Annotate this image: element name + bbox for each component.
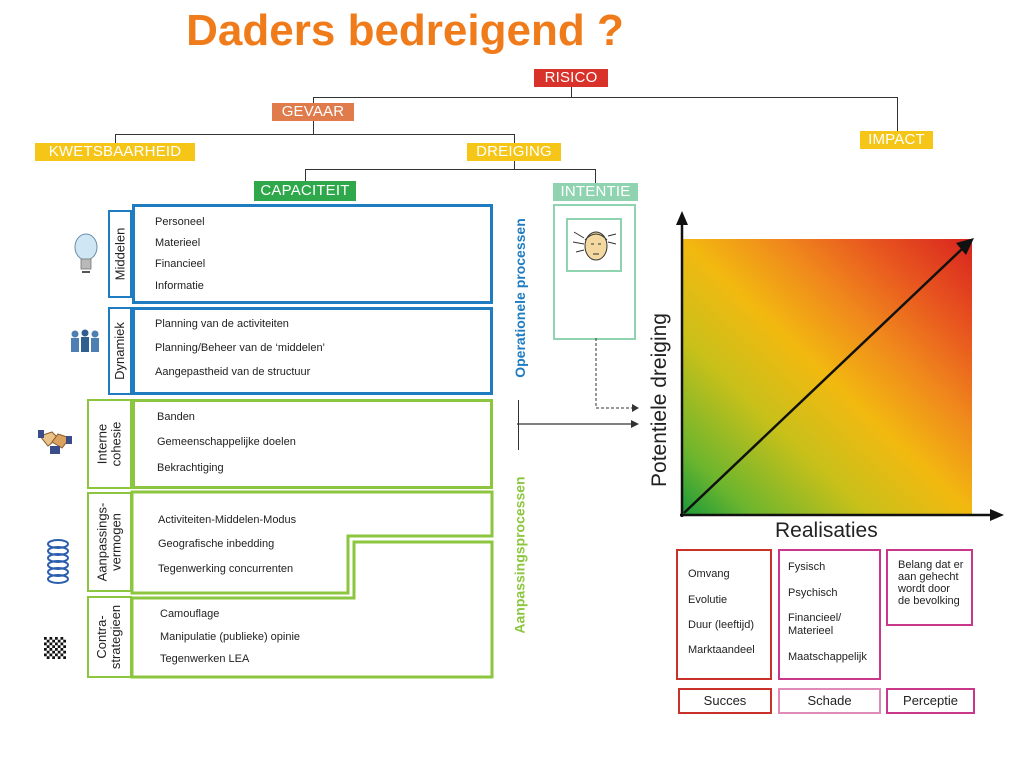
succes-item: Duur (leeftijd) — [688, 619, 755, 631]
succes-item: Evolutie — [688, 594, 728, 606]
x-axis-label: Realisaties — [775, 519, 878, 542]
schade-item: Financieel/ Materieel — [788, 612, 842, 637]
tree-line-int-down — [595, 169, 596, 183]
dynamiek-label: Dynamiek — [112, 322, 128, 380]
spring-icon — [47, 539, 69, 584]
schade-box — [778, 549, 881, 680]
contra-item: Camouflage — [160, 608, 220, 620]
aanpassing-item: Tegenwerking concurrenten — [158, 563, 294, 575]
schade-item: Psychisch — [788, 587, 838, 599]
tree-line-low — [305, 169, 596, 170]
tree-line-dreiging-up — [514, 134, 515, 144]
succes-box — [676, 549, 772, 680]
y-axis-label-box: Potentiele dreiging — [640, 300, 680, 500]
schade-item: Maatschappelijk — [788, 651, 867, 663]
aanpassingsprocessen-label: Aanpassingsprocessen — [512, 476, 529, 634]
cohesie-label: Interne cohesie — [94, 421, 124, 467]
tree-line-cap-down — [305, 169, 306, 181]
perceptie-box — [886, 549, 973, 626]
cohesie-content-box — [132, 399, 493, 489]
cohesie-item: Gemeenschappelijke doelen — [157, 436, 296, 448]
contra-item: Tegenwerken LEA — [160, 653, 250, 665]
tree-line-gevaar-down — [313, 121, 314, 135]
dreiging-tag: DREIGING — [467, 143, 561, 161]
tree-line-impact-down — [897, 97, 898, 131]
dynamiek-item: Aangepastheid van de structuur — [155, 366, 311, 378]
dynamiek-item: Planning van de activiteiten — [155, 318, 289, 330]
middelen-item: Informatie — [155, 280, 204, 292]
succes-item: Marktaandeel — [688, 644, 755, 656]
dynamiek-item: Planning/Beheer van de ‘middelen’ — [155, 342, 326, 354]
cohesie-label-box: Interne cohesie — [87, 399, 132, 489]
succes-item: Omvang — [688, 568, 730, 580]
aanpassing-label: Aanpassings- vermogen — [94, 502, 124, 582]
cohesie-item: Bekrachtiging — [157, 462, 224, 474]
y-axis-arrowhead — [676, 211, 688, 225]
tree-line-dreiging-down — [514, 160, 515, 170]
page-title: Daders bedreigend ? — [186, 6, 624, 55]
diagonal-arrow — [683, 248, 963, 514]
contra-label: Contra- strategieen — [94, 604, 124, 670]
checkerboard-icon — [44, 637, 66, 659]
contra-item: Manipulatie (publieke) opinie — [160, 631, 301, 643]
handshake-icon — [38, 430, 72, 454]
intentie-box — [553, 204, 636, 340]
light-bulb-icon — [74, 233, 98, 273]
middelen-item: Personeel — [155, 216, 205, 228]
perceptie-label: Perceptie — [886, 688, 975, 714]
dynamiek-content-box — [132, 307, 493, 395]
schade-label: Schade — [778, 688, 881, 714]
diagonal-arrowhead — [956, 238, 974, 255]
capability-arrow — [517, 420, 639, 428]
head-icon — [572, 231, 617, 261]
aanpassing-outline — [130, 490, 494, 679]
dynamiek-label-box: Dynamiek — [108, 307, 132, 395]
tree-line-mid — [115, 134, 515, 135]
gevaar-tag: GEVAAR — [272, 103, 354, 121]
schade-item: Fysisch — [788, 561, 826, 573]
x-axis-arrowhead — [990, 509, 1004, 521]
intentie-arrow — [595, 338, 639, 412]
middelen-label-box: Middelen — [108, 210, 132, 298]
people-icon — [71, 329, 99, 352]
aanpassing-item: Geografische inbedding — [158, 538, 275, 550]
kwetsbaarheid-tag: KWETSBAARHEID — [35, 143, 195, 161]
capaciteit-tag: CAPACITEIT — [254, 181, 356, 201]
risico-tag: RISICO — [534, 69, 608, 87]
perceptie-text: Belang dat er aan gehecht wordt door de … — [898, 559, 964, 607]
middelen-item: Materieel — [155, 237, 201, 249]
tree-line-risico-drop — [571, 86, 572, 98]
intentie-icon-frame — [566, 218, 622, 272]
intentie-tag: INTENTIE — [553, 183, 638, 201]
process-divider — [518, 400, 519, 450]
contra-label-box: Contra- strategieen — [87, 596, 132, 678]
middelen-item: Financieel — [155, 258, 206, 270]
y-axis-label: Potentiele dreiging — [648, 313, 671, 487]
tree-line-gevaar-up — [313, 97, 314, 105]
middelen-label: Middelen — [112, 227, 128, 281]
tree-line-top — [313, 97, 898, 98]
cohesie-item: Banden — [157, 411, 195, 423]
aanpassing-label-box: Aanpassings- vermogen — [87, 492, 132, 592]
tree-line-kwets-down — [115, 134, 116, 144]
aanpassing-item: Activiteiten-Middelen-Modus — [158, 514, 297, 526]
risk-matrix — [676, 211, 1004, 521]
succes-label: Succes — [678, 688, 772, 714]
operationele-processen-label: Operationele processen — [512, 217, 529, 378]
impact-tag: IMPACT — [860, 131, 933, 149]
middelen-content-box — [132, 204, 493, 304]
